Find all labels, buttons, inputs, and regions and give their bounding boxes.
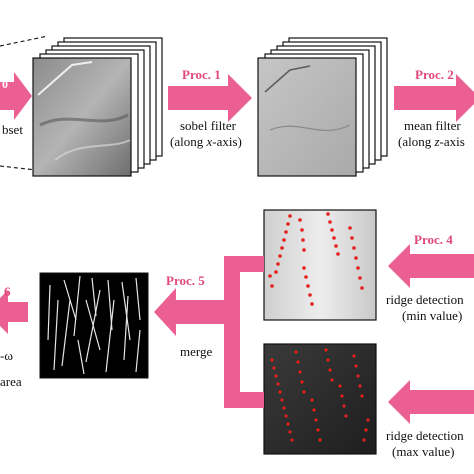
arrow-proc5 (154, 288, 224, 336)
subset-label: bset (2, 122, 23, 137)
arrow-proc2 (394, 74, 474, 122)
proc4-desc-line2: (min value) (402, 308, 463, 323)
merge-bracket (224, 256, 264, 408)
proc6-label: 6 (4, 284, 11, 299)
image-ridge-max (263, 343, 377, 455)
arrow-proc6 (0, 290, 28, 334)
proc6-omega: -ω (0, 348, 13, 363)
proc1-label: Proc. 1 (182, 67, 221, 82)
proc3-desc-line2: (max value) (392, 444, 455, 459)
arrow-proc3 (388, 380, 474, 424)
merged-lines (47, 275, 141, 375)
image-merged (39, 272, 149, 379)
proc5-desc: merge (180, 344, 213, 359)
proc4-label: Proc. 4 (414, 232, 453, 247)
proc4-desc-line1: ridge detection (386, 292, 464, 307)
image-ridge-min (263, 209, 377, 321)
proc2-desc-line1: mean filter (404, 118, 461, 133)
image-stack-sobel (257, 37, 388, 177)
arrow-proc4 (388, 244, 474, 288)
image-original-front (32, 57, 132, 177)
image-stack-original (32, 37, 163, 177)
proc1-desc-line2: (along x-axis) (170, 134, 242, 149)
projection-lines (0, 35, 49, 171)
ridge-dots-max (270, 348, 370, 442)
arrow-proc1 (168, 74, 252, 122)
ridge-dots-min (268, 212, 364, 306)
proc3-desc-line1: ridge detection (386, 428, 464, 443)
arrow-step0 (0, 72, 32, 120)
proc2-label: Proc. 2 (415, 67, 454, 82)
proc5-label: Proc. 5 (166, 273, 205, 288)
image-sobel-front (257, 57, 357, 177)
proc1-desc-line1: sobel filter (180, 118, 236, 133)
proc6-area: area (0, 374, 22, 389)
step0-label: 0 (2, 77, 8, 91)
proc2-desc-line2: (along z-axis (398, 134, 465, 149)
